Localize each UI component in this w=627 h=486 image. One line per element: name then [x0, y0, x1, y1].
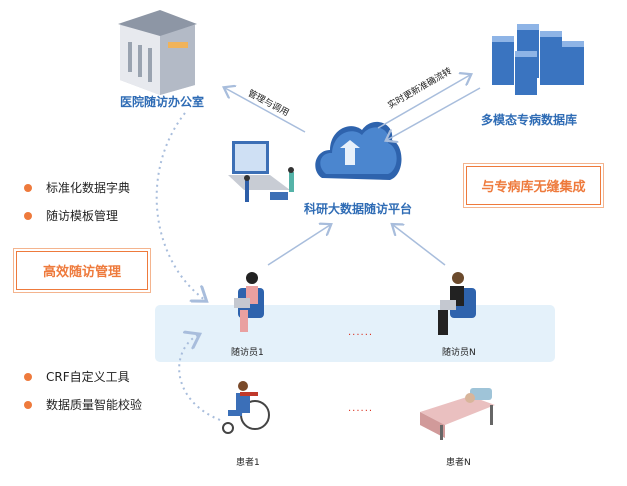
- bullet-dot-icon: [24, 211, 32, 220]
- database-label: 多模态专病数据库: [481, 113, 578, 127]
- patient-ellipsis: ......: [348, 403, 374, 414]
- integration-box: 与专病库无缝集成: [463, 163, 604, 208]
- sync-arrow-in: [387, 87, 481, 140]
- database-servers-icon: [492, 24, 584, 95]
- followup-band: [155, 305, 555, 362]
- visitor1-label: 随访员1: [231, 348, 264, 358]
- hospital-building-icon: [118, 10, 197, 95]
- bullet-item: 随访模板管理: [24, 207, 118, 224]
- bullet-dot-icon: [24, 372, 32, 381]
- dashed-curve-top: [155, 112, 205, 300]
- bullet-item: 标准化数据字典: [24, 179, 130, 196]
- visitorN-figure: [438, 272, 476, 335]
- laptop-icon: [228, 141, 294, 202]
- patient1-label: 患者1: [236, 458, 260, 468]
- hospital-label: 医院随访办公室: [120, 95, 205, 109]
- patient1-wheelchair-figure: [222, 381, 270, 434]
- visitor1-arrow: [267, 225, 330, 266]
- visitor-ellipsis: ......: [348, 327, 374, 338]
- cloud-platform-icon: [315, 121, 402, 180]
- visitor1-figure: [234, 272, 264, 332]
- manage-arrow: [225, 88, 306, 133]
- bullet-item: 数据质量智能校验: [24, 396, 142, 413]
- bullet-text: 随访模板管理: [46, 209, 119, 223]
- bullet-text: CRF自定义工具: [46, 370, 130, 384]
- bullet-dot-icon: [24, 183, 32, 192]
- sync-arrow-out: [377, 75, 470, 129]
- visitorN-label: 随访员N: [442, 348, 476, 358]
- management-box: 高效随访管理: [13, 248, 151, 293]
- patientN-label: 患者N: [446, 458, 471, 468]
- visitorN-arrow: [393, 225, 446, 266]
- bullet-text: 数据质量智能校验: [46, 398, 143, 412]
- bullet-item: CRF自定义工具: [24, 368, 130, 385]
- patientN-bed-figure: [420, 388, 495, 440]
- bullet-dot-icon: [24, 400, 32, 409]
- platform-label: 科研大数据随访平台: [304, 202, 413, 216]
- bullet-text: 标准化数据字典: [46, 181, 131, 195]
